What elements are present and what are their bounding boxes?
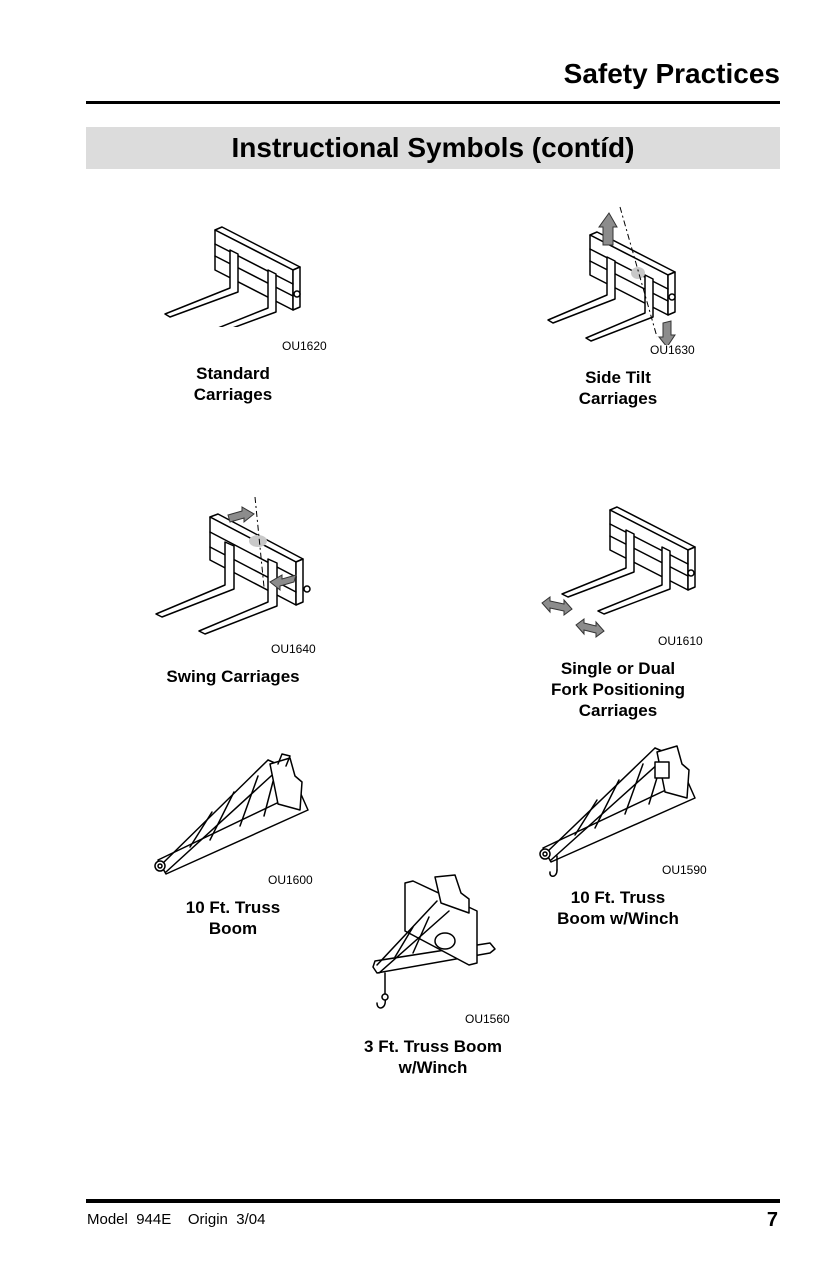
footer-divider xyxy=(86,1199,780,1203)
figure-code: OU1620 xyxy=(282,339,327,353)
truss-boom-illustration xyxy=(154,753,309,875)
figure-code: OU1630 xyxy=(650,343,695,357)
figure-code: OU1590 xyxy=(662,863,707,877)
figure-caption: 10 Ft. Truss Boom w/Winch xyxy=(557,888,679,928)
section-title-band: Instructional Symbols (contíd) xyxy=(86,127,780,169)
footer-model-origin: Model 944E Origin 3/04 xyxy=(87,1211,266,1228)
fork-positioning-carriage-illustration xyxy=(541,506,696,638)
section-title: Instructional Symbols (contíd) xyxy=(231,132,635,163)
header-divider xyxy=(86,101,780,104)
short-truss-boom-winch-illustration xyxy=(372,874,496,1009)
standard-carriage-illustration xyxy=(164,226,301,327)
figure-caption: Single or Dual Fork Positioning Carriage… xyxy=(550,659,686,720)
figure-caption: Side Tilt Carriages xyxy=(578,368,658,408)
figure-code: OU1600 xyxy=(268,873,313,887)
figure-caption: Swing Carriages xyxy=(166,667,300,686)
swing-carriage-illustration xyxy=(155,497,311,635)
side-tilt-carriage-illustration xyxy=(547,206,676,345)
figure-code: OU1560 xyxy=(465,1012,510,1026)
page-section-title: Safety Practices xyxy=(563,58,780,89)
page-number: 7 xyxy=(766,1209,778,1231)
figure-code: OU1640 xyxy=(271,642,316,656)
figure-caption: 3 Ft. Truss Boom w/Winch xyxy=(364,1037,502,1077)
truss-boom-winch-illustration xyxy=(539,745,696,877)
figure-caption: Standard Carriages xyxy=(193,364,273,404)
figure-caption: 10 Ft. Truss Boom xyxy=(185,898,281,938)
figure-code: OU1610 xyxy=(658,634,703,648)
